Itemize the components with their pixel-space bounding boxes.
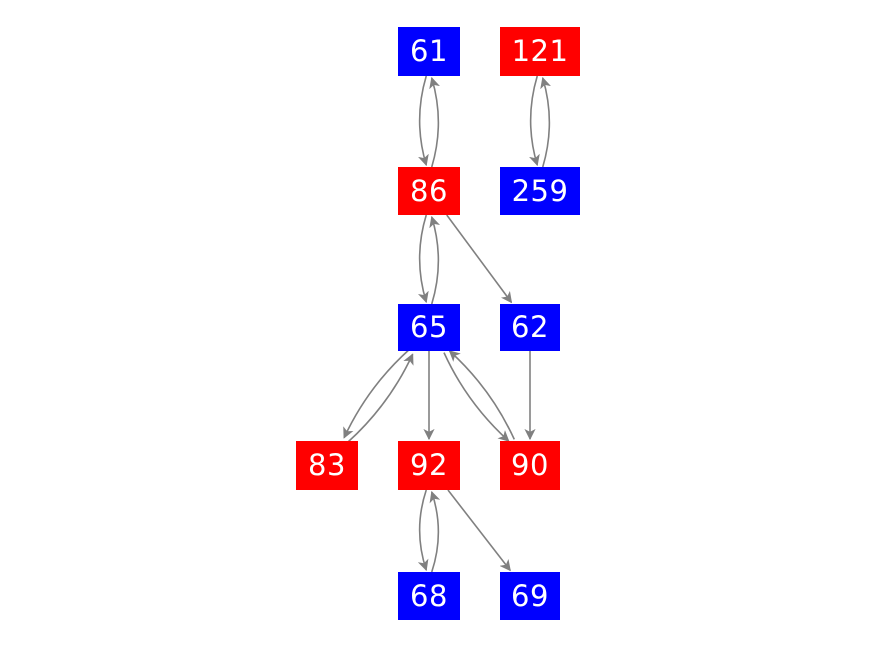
edge-layer — [343, 75, 551, 573]
graph-node-label: 92 — [410, 448, 448, 482]
graph-edge-259-to-121 — [540, 76, 551, 168]
graph-edge-65-to-83 — [343, 348, 410, 439]
graph-node-label: 69 — [511, 578, 549, 613]
graph-node-label: 62 — [511, 310, 549, 344]
graph-node-label: 259 — [511, 173, 569, 208]
graph-edge-65-to-90 — [443, 352, 510, 442]
graph-node-92[interactable]: 92 — [398, 441, 460, 490]
graph-node-61[interactable]: 61 — [398, 27, 460, 76]
graph-node-label: 65 — [410, 310, 448, 344]
graph-edge-68-to-92 — [429, 490, 441, 573]
graph-node-62[interactable]: 62 — [500, 304, 560, 351]
graph-node-86[interactable]: 86 — [398, 167, 460, 215]
graph-edge-121-to-259 — [529, 75, 540, 167]
graph-node-68[interactable]: 68 — [398, 572, 460, 620]
graph-edge-92-to-68 — [417, 489, 429, 572]
graph-node-69[interactable]: 69 — [500, 572, 560, 620]
graph-node-label: 83 — [308, 448, 346, 482]
graph-node-259[interactable]: 259 — [500, 167, 580, 215]
graph-node-label: 90 — [511, 448, 549, 482]
graph-edge-61-to-86 — [418, 75, 429, 167]
graph-edge-92-to-69 — [447, 489, 511, 572]
graph-edge-86-to-65 — [417, 214, 429, 304]
graph-node-90[interactable]: 90 — [500, 441, 560, 490]
graph-edge-86-to-62 — [446, 214, 513, 304]
graph-edge-65-to-86 — [429, 215, 441, 305]
graph-edge-83-to-65 — [346, 353, 414, 444]
graph-node-label: 61 — [410, 34, 448, 68]
graph-edge-86-to-61 — [429, 76, 440, 168]
graph-node-65[interactable]: 65 — [398, 304, 460, 351]
graph-node-121[interactable]: 121 — [500, 27, 580, 76]
graph-node-label: 121 — [511, 34, 569, 68]
graph-node-83[interactable]: 83 — [296, 441, 358, 490]
graph-edge-90-to-65 — [448, 350, 516, 440]
graph-node-label: 68 — [410, 578, 448, 613]
graph-node-label: 86 — [410, 173, 448, 208]
